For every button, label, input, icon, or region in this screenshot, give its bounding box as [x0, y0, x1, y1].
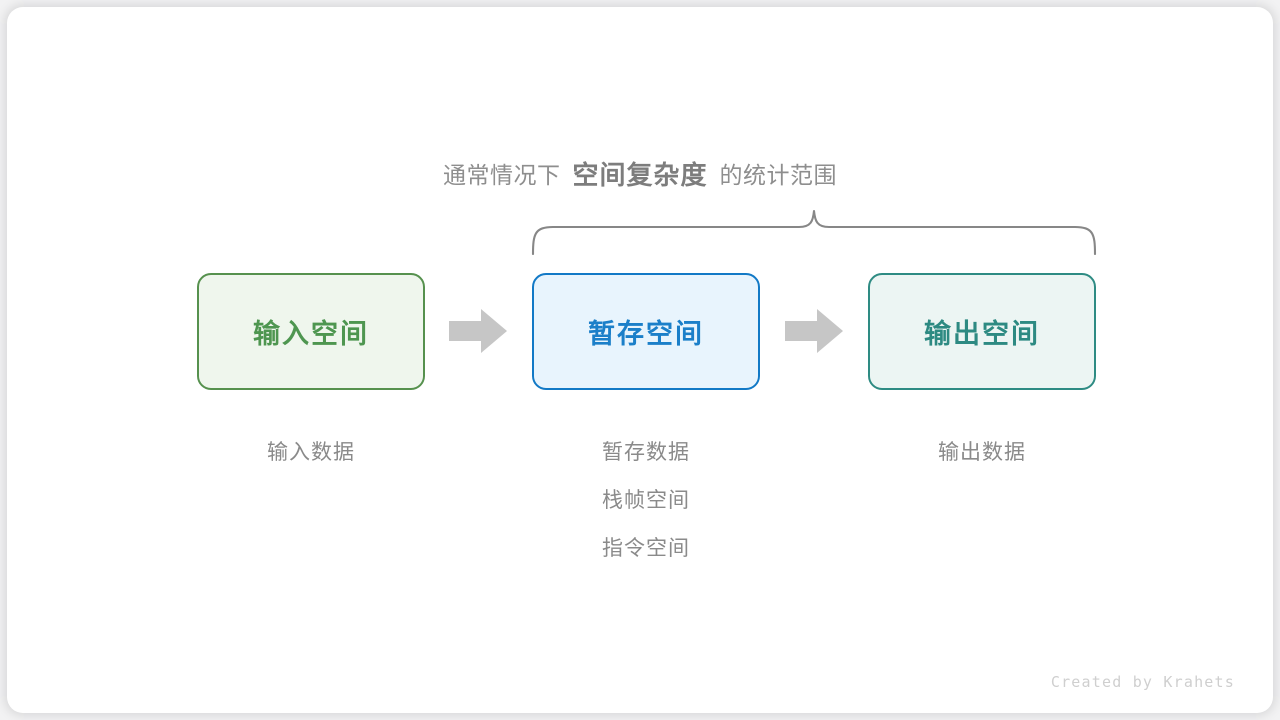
caption-item: 栈帧空间 — [602, 489, 690, 512]
caption-item: 输出数据 — [938, 441, 1026, 464]
caption-item: 输入数据 — [267, 441, 355, 464]
box-input-space[interactable]: 输入空间 — [197, 273, 425, 390]
caption-item: 暂存数据 — [602, 441, 690, 464]
caption-group-temp: 暂存数据 栈帧空间 指令空间 — [532, 429, 760, 573]
box-output-space-label: 输出空间 — [924, 319, 1040, 349]
caption-item: 指令空间 — [602, 537, 690, 560]
flow-arrow-right-icon — [785, 309, 843, 353]
flow-arrow-right-icon — [449, 309, 507, 353]
box-output-space[interactable]: 输出空间 — [868, 273, 1096, 390]
caption-group-output: 输出数据 — [868, 429, 1096, 477]
scope-brace-icon — [531, 209, 1097, 255]
caption-emphasis: 空间复杂度 — [572, 160, 708, 190]
box-input-space-label: 输入空间 — [253, 319, 369, 349]
watermark: Created by Krahets — [1050, 673, 1235, 691]
caption-group-input: 输入数据 — [197, 429, 425, 477]
box-temp-space[interactable]: 暂存空间 — [532, 273, 760, 390]
diagram-caption: 通常情况下空间复杂度的统计范围 — [7, 155, 1273, 195]
diagram-card: 通常情况下空间复杂度的统计范围 输入空间 暂存空间 输出空间 输入数据 — [7, 7, 1273, 713]
caption-prefix: 通常情况下 — [442, 162, 561, 188]
box-temp-space-label: 暂存空间 — [588, 319, 704, 349]
caption-suffix: 的统计范围 — [719, 162, 837, 188]
